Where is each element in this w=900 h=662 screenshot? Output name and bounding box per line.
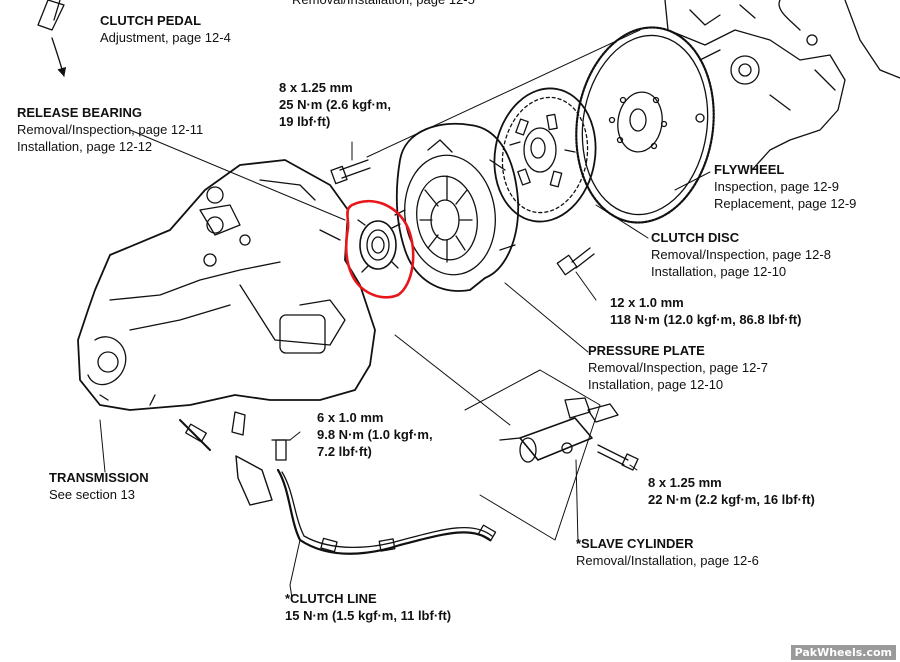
watermark: PakWheels.com bbox=[790, 645, 896, 660]
bolt-line-drawing bbox=[271, 439, 291, 461]
clutch-disc-drawing bbox=[493, 87, 597, 223]
bolt-slave-line-1: 8 x 1.25 mm bbox=[648, 475, 722, 490]
pressure-plate-drawing bbox=[394, 122, 520, 292]
bolt-line-label: 6 x 1.0 mm 9.8 N·m (1.0 kgf·m, 7.2 lbf·f… bbox=[317, 409, 433, 460]
highlight-circle bbox=[344, 199, 415, 299]
clutch-disc-line-2: Installation, page 12-10 bbox=[651, 264, 787, 279]
slave-cylinder-line-1: Removal/Installation, page 12-6 bbox=[576, 553, 759, 568]
pressure-plate-title: PRESSURE PLATE bbox=[588, 343, 705, 358]
bolt-slave-label: 8 x 1.25 mm 22 N·m (2.2 kgf·m, 16 lbf·ft… bbox=[648, 474, 815, 508]
transmission-line-1: See section 13 bbox=[49, 487, 136, 502]
bolt-line-line-3: 7.2 lbf·ft) bbox=[317, 444, 372, 459]
clutch-disc-line-1: Removal/Inspection, page 12-8 bbox=[651, 247, 831, 262]
clutch-disc-title: CLUTCH DISC bbox=[651, 230, 740, 245]
flywheel-label: FLYWHEEL Inspection, page 12-9 Replaceme… bbox=[714, 161, 856, 212]
release-bearing-label: RELEASE BEARING Removal/Inspection, page… bbox=[17, 104, 203, 155]
bolt-slave-line-2: 22 N·m (2.2 kgf·m, 16 lbf·ft) bbox=[648, 492, 815, 507]
release-bearing-line-2: Installation, page 12-12 bbox=[17, 139, 153, 154]
bolt-top-drawing bbox=[330, 159, 371, 185]
engine-block-drawing bbox=[664, 0, 900, 171]
slave-cylinder-label: *SLAVE CYLINDER Removal/Installation, pa… bbox=[576, 535, 759, 569]
release-bearing-line-1: Removal/Inspection, page 12-11 bbox=[17, 122, 204, 137]
bolt-line-line-1: 6 x 1.0 mm bbox=[317, 410, 384, 425]
top-cut-label: Removal/Installation, page 12-5 bbox=[292, 0, 475, 8]
clutch-pedal-drawing bbox=[37, 0, 67, 77]
release-bearing-drawing bbox=[357, 219, 401, 273]
bolt-top-line-1: 8 x 1.25 mm bbox=[279, 80, 353, 95]
clutch-pedal-line-1: Adjustment, page 12-4 bbox=[100, 30, 231, 45]
pressure-plate-label: PRESSURE PLATE Removal/Inspection, page … bbox=[588, 342, 768, 393]
release-bearing-title: RELEASE BEARING bbox=[17, 105, 142, 120]
bolt-slave-drawing bbox=[597, 444, 639, 471]
flywheel-title: FLYWHEEL bbox=[714, 162, 785, 177]
top-cut-line-1: Removal/Installation, page 12-5 bbox=[292, 0, 475, 8]
bolt-flywheel-line-2: 118 N·m (12.0 kgf·m, 86.8 lbf·ft) bbox=[610, 312, 802, 327]
slave-cylinder-title: *SLAVE CYLINDER bbox=[576, 536, 694, 551]
clutch-line-title: *CLUTCH LINE bbox=[285, 591, 377, 606]
bolt-top-line-3: 19 lbf·ft) bbox=[279, 114, 331, 129]
flywheel-line-2: Replacement, page 12-9 bbox=[714, 196, 857, 211]
bolt-top-label: 8 x 1.25 mm 25 N·m (2.6 kgf·m, 19 lbf·ft… bbox=[279, 79, 391, 130]
clutch-line-line-1: 15 N·m (1.5 kgf·m, 11 lbf·ft) bbox=[285, 608, 452, 623]
clutch-disc-label: CLUTCH DISC Removal/Inspection, page 12-… bbox=[651, 229, 831, 280]
clutch-line-label: *CLUTCH LINE 15 N·m (1.5 kgf·m, 11 lbf·f… bbox=[285, 590, 451, 624]
flywheel-drawing bbox=[575, 26, 715, 224]
bolt-flywheel-label: 12 x 1.0 mm 118 N·m (12.0 kgf·m, 86.8 lb… bbox=[610, 294, 801, 328]
bolt-flywheel-line-1: 12 x 1.0 mm bbox=[610, 295, 684, 310]
clutch-line-drawing bbox=[235, 455, 497, 555]
transmission-label: TRANSMISSION See section 13 bbox=[49, 469, 149, 503]
bolt-top-line-2: 25 N·m (2.6 kgf·m, bbox=[279, 97, 391, 112]
transmission-title: TRANSMISSION bbox=[49, 470, 149, 485]
leader-lines bbox=[99, 29, 711, 599]
flywheel-line-1: Inspection, page 12-9 bbox=[714, 179, 840, 194]
bolt-line-line-2: 9.8 N·m (1.0 kgf·m, bbox=[317, 427, 433, 442]
transmission-drawing bbox=[77, 159, 376, 451]
bolt-flywheel-drawing bbox=[556, 247, 595, 276]
clutch-pedal-label: CLUTCH PEDAL Adjustment, page 12-4 bbox=[100, 12, 231, 46]
pressure-plate-line-1: Removal/Inspection, page 12-7 bbox=[588, 360, 768, 375]
clutch-pedal-title: CLUTCH PEDAL bbox=[100, 13, 202, 28]
pressure-plate-line-2: Installation, page 12-10 bbox=[588, 377, 724, 392]
slave-cylinder-drawing bbox=[499, 397, 619, 463]
